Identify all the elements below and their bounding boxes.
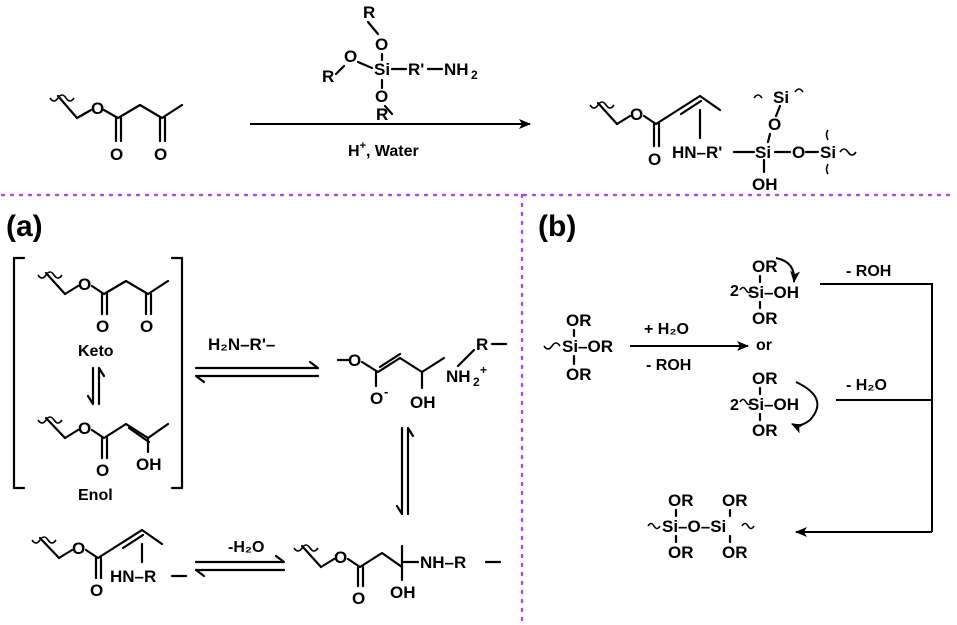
product-si-right: Si (820, 143, 836, 162)
silanol-b-curved-arrow (791, 381, 819, 434)
reagent-nh2: NH (444, 60, 469, 79)
silane-or-top: OR (566, 311, 592, 330)
reagent-r-top: R (363, 3, 375, 22)
alkoxysilane: OR Si–OR OR (543, 311, 613, 384)
enol-o-ester: O (78, 419, 91, 438)
siloxane-or-top-right: OR (722, 491, 748, 510)
intermediate-nh2: NH (446, 367, 471, 386)
intermediate-o-minus: O (370, 389, 383, 408)
top-reactant-o-ketone: O (154, 145, 167, 164)
top-reactant-o-carbonyl: O (110, 145, 123, 164)
amine-addition-equilibrium (194, 360, 320, 384)
top-condition: H+, Water (348, 140, 419, 160)
keto-o-ester: O (78, 275, 91, 294)
intermediate-positive-charge: + (480, 363, 487, 377)
or-text: or (756, 337, 772, 354)
top-product: O O HN–R' Si O Si O Si OH (589, 88, 857, 194)
enol-o-carbonyl: O (96, 461, 109, 480)
panel-a-label: (a) (6, 210, 43, 243)
silanol-a-curved-arrow (775, 257, 801, 283)
silanol-b-or-top: OR (752, 369, 778, 388)
enol-caption: Enol (78, 487, 113, 504)
hemiaminal-intermediate: O O OH NH–R (293, 544, 502, 608)
reagent-r-left: R (322, 67, 334, 86)
hemiaminal-nh-r: NH–R (420, 553, 466, 572)
product-o-carbonyl: O (648, 150, 661, 169)
reagent-r-prime: R' (408, 60, 424, 79)
intermediate-r: R (476, 335, 488, 354)
product-hn-r: HN–R' (672, 143, 722, 162)
siloxane-or-bottom-left: OR (668, 543, 694, 562)
proton-transfer-equilibrium (395, 426, 415, 516)
top-reagent: R O Si O R R' NH 2 O R (322, 3, 478, 124)
silanol-a-or-bottom: OR (752, 309, 778, 328)
product-si-center: Si (755, 143, 771, 162)
silanol-a: 2 OR Si–OH OR (730, 257, 801, 328)
minus-water-condensation: - H₂O (846, 377, 887, 394)
reagent-r-bottom: R (376, 105, 388, 124)
enamine-o-carbonyl: O (90, 581, 103, 600)
intermediate-negative-charge: - (384, 384, 388, 399)
hemiaminal-o-carbonyl: O (352, 589, 365, 608)
reagent-o-top: O (375, 35, 388, 54)
keto-enol-equilibrium (86, 366, 106, 406)
intermediate-o-methoxy: O (348, 351, 361, 370)
enamine-product: O O HN–R (31, 528, 188, 600)
enamine-o-ester: O (72, 539, 85, 558)
reagent-o-bottom: O (375, 87, 388, 106)
plus-water-label: + H₂O (644, 321, 689, 338)
panel-b-label: (b) (538, 210, 576, 243)
top-reactant: O O O (49, 94, 184, 164)
reagent-si: Si (374, 60, 390, 79)
silane-si-or: Si–OR (562, 337, 613, 356)
reagent-o-left: O (344, 47, 357, 66)
silanol-b-coefficient: 2 (730, 397, 739, 414)
silanol-b: 2 OR Si–OH OR (730, 369, 819, 440)
product-o-top: O (768, 115, 781, 134)
enamine-hn-r: HN–R (110, 567, 156, 586)
minus-water-label: -H₂O (228, 539, 264, 556)
siloxane-or-bottom-right: OR (722, 543, 748, 562)
product-o-ester: O (630, 105, 643, 124)
silanol-a-or-top: OR (752, 257, 778, 276)
intermediate-nh2-subscript: 2 (473, 375, 480, 389)
siloxane-or-top-left: OR (668, 491, 694, 510)
product-oh: OH (752, 175, 778, 194)
condensation-arrow (795, 283, 933, 537)
hemiaminal-oh: OH (390, 583, 416, 602)
silanol-b-or-bottom: OR (752, 421, 778, 440)
dehydration-equilibrium (194, 554, 286, 578)
product-si-top: Si (773, 88, 789, 107)
keto-o-ketone: O (140, 317, 153, 336)
reagent-nh2-subscript: 2 (471, 68, 478, 82)
silane-or-bottom: OR (566, 365, 592, 384)
keto-o-carbonyl: O (96, 317, 109, 336)
minus-roh-hydrolysis: - ROH (646, 357, 691, 374)
enol-tautomer: O O OH Enol (37, 416, 170, 504)
silanol-a-coefficient: 2 (730, 283, 739, 300)
top-reactant-o-ester: O (91, 99, 104, 118)
amine-reagent: H₂N–R'– (208, 335, 275, 354)
keto-caption: Keto (78, 343, 114, 360)
keto-enol-bracket-left (12, 256, 26, 490)
minus-roh-condensation: - ROH (846, 263, 891, 280)
zwitterion-intermediate: O O - OH NH 2 + R (336, 335, 508, 412)
intermediate-oh: OH (410, 393, 436, 412)
silanol-a-si-oh: Si–OH (748, 283, 799, 302)
keto-tautomer: O O O Keto (37, 271, 170, 360)
hemiaminal-o-ester: O (334, 548, 347, 567)
siloxane-product: OR OR Si–O–Si OR OR (647, 491, 755, 562)
siloxane-si-o-si: Si–O–Si (662, 517, 726, 536)
keto-enol-bracket-right (170, 256, 184, 490)
enol-oh: OH (136, 455, 162, 474)
product-o-right: O (792, 143, 805, 162)
silanol-b-si-oh: Si–OH (748, 395, 799, 414)
